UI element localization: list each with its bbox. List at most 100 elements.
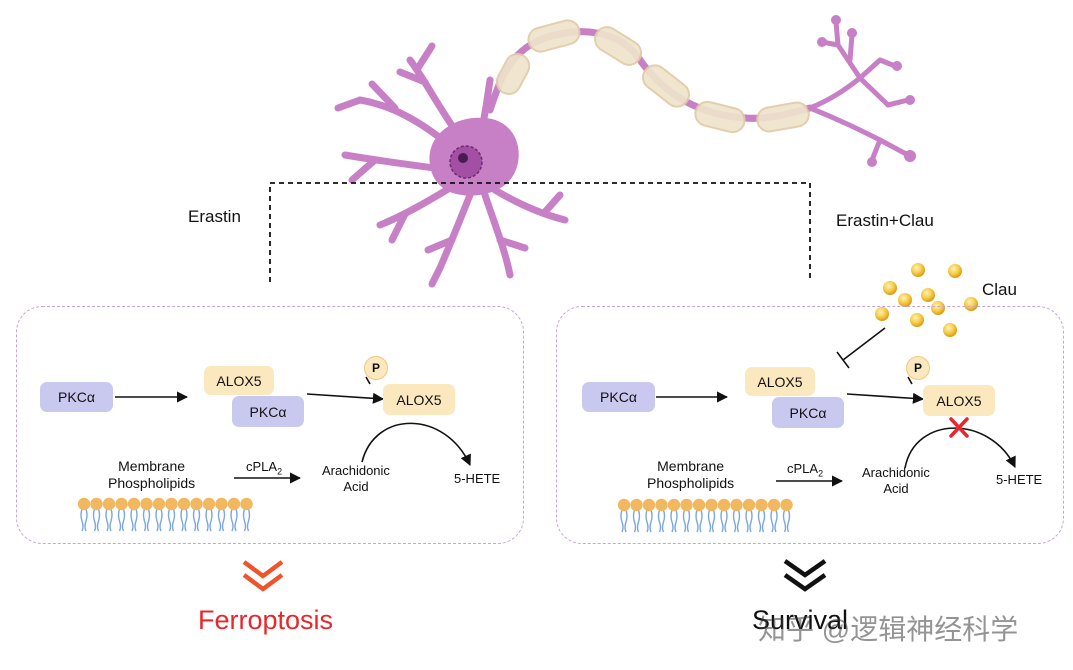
left-condition-label: Erastin <box>188 207 241 226</box>
clau-label: Clau <box>982 280 1017 299</box>
right-enzyme-name: cPLA <box>787 461 819 476</box>
right-pkc-box: PKCα <box>582 382 655 412</box>
lipid-tail <box>761 509 766 533</box>
left-alox5-box: ALOX5 <box>204 366 274 395</box>
lipid-tail <box>105 508 109 532</box>
lipid-tail <box>711 509 716 533</box>
lipid-tail <box>632 509 637 533</box>
right-cpla2-label: cPLA2 <box>787 461 823 482</box>
lipid-tail <box>724 509 728 533</box>
lipid-tail <box>242 508 247 532</box>
neuron-illustration <box>334 15 916 288</box>
lipid-tail <box>686 509 691 533</box>
lipid-head <box>630 498 643 512</box>
left-pkc-complex-box: PKCα <box>232 396 304 427</box>
right-alox5-phospho-box: ALOX5 <box>923 385 995 416</box>
lipid-head <box>767 498 781 512</box>
lipid-tail <box>130 508 134 532</box>
left-membrane-label: Membrane Phospholipids <box>108 458 195 492</box>
lipid-head <box>102 497 116 511</box>
lipid-tail <box>217 508 222 532</box>
right-phospholipids-word: Phospholipids <box>647 475 735 491</box>
lipid-head <box>227 497 241 511</box>
block-x-mark <box>949 417 969 438</box>
lipid-tail <box>736 509 741 533</box>
lipid-tail <box>167 508 172 532</box>
right-alox5-box: ALOX5 <box>745 367 815 396</box>
lipid-tail <box>146 508 151 532</box>
survival-outcome: Survival <box>752 605 849 635</box>
lipid-head <box>780 498 793 512</box>
lipid-tail <box>221 508 226 532</box>
lipid-head <box>140 497 153 511</box>
right-aa-word-2: Acid <box>883 481 909 496</box>
lipid-tail <box>230 508 234 532</box>
lipid-tail <box>117 508 122 532</box>
lipid-head <box>177 497 191 511</box>
left-phospho-badge: P <box>364 356 388 380</box>
lipid-tail <box>695 509 699 533</box>
watermark: 知乎 @逻辑神经科学 <box>758 614 1019 645</box>
lipid-tail <box>757 509 762 533</box>
lipid-tail <box>674 509 678 533</box>
left-chevron-down <box>242 560 284 592</box>
right-enzyme-sub: 2 <box>818 468 824 479</box>
left-pathway-panel <box>16 306 524 544</box>
lipid-head <box>202 497 216 511</box>
lipid-tail <box>720 509 724 533</box>
left-alox5-phospho-box: ALOX5 <box>383 384 455 415</box>
lipid-tail <box>184 508 188 532</box>
lipid-head <box>77 497 91 511</box>
lipid-head <box>642 498 656 512</box>
lipid-tail <box>155 508 159 532</box>
lipid-tail <box>657 509 662 533</box>
lipid-tail <box>636 509 641 533</box>
lipid-head <box>742 498 756 512</box>
lipid-tail <box>707 509 712 533</box>
lipid-head <box>667 498 681 512</box>
lipid-head <box>655 498 668 512</box>
lipid-tail <box>782 509 787 533</box>
nucleolus <box>458 153 468 163</box>
lipid-tail <box>699 509 703 533</box>
lipid-tail <box>196 508 201 532</box>
lipid-head <box>680 498 693 512</box>
left-5hete-label: 5-HETE <box>454 471 501 486</box>
lipid-head <box>617 498 631 512</box>
lipid-tail <box>205 508 209 532</box>
lipid-tail <box>670 509 674 533</box>
lipid-tail <box>209 508 213 532</box>
right-membrane-word: Membrane <box>657 458 725 474</box>
lipid-tail <box>109 508 113 532</box>
lipid-tail <box>624 509 628 533</box>
lipid-head <box>215 497 228 511</box>
lipid-tail <box>80 508 84 532</box>
lipid-tail <box>661 509 666 533</box>
lipid-tail <box>770 509 774 533</box>
terminal-boutons <box>817 15 916 167</box>
right-aa-word-1: Arachidonic <box>862 465 930 480</box>
lipid-tail <box>786 509 791 533</box>
lipid-tail <box>192 508 197 532</box>
left-enzyme-sub: 2 <box>277 466 283 477</box>
lipid-tail <box>84 508 88 532</box>
left-membrane-lipids <box>77 497 253 532</box>
lipid-tail <box>92 508 97 532</box>
lipid-tail <box>180 508 184 532</box>
lipid-tail <box>649 509 653 533</box>
lipid-tail <box>682 509 687 533</box>
left-phospholipids-word: Phospholipids <box>108 475 196 491</box>
lipid-tail <box>749 509 753 533</box>
lipid-head <box>165 497 178 511</box>
lipid-tail <box>645 509 649 533</box>
lipid-head <box>755 498 768 512</box>
right-arachidonic-acid-label: Arachidonic Acid <box>862 465 930 497</box>
lipid-head <box>127 497 141 511</box>
left-enzyme-name: cPLA <box>246 459 278 474</box>
left-pkc-box: PKCα <box>40 382 113 412</box>
lipid-tail <box>732 509 737 533</box>
left-aa-word-1: Arachidonic <box>322 463 390 478</box>
lipid-head <box>730 498 743 512</box>
lipid-tail <box>96 508 101 532</box>
